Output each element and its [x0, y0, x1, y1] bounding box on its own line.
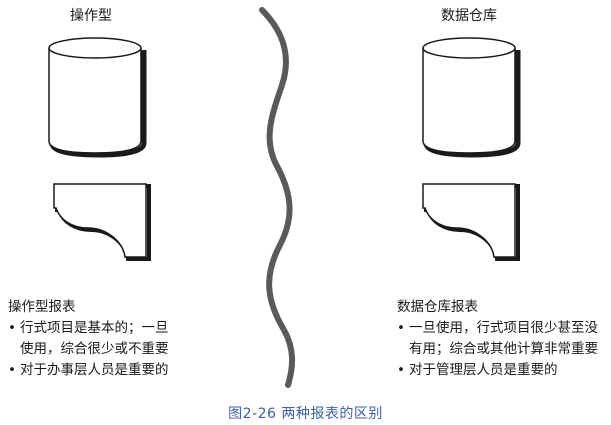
report-shape-right [422, 183, 520, 261]
wavy-divider [259, 7, 296, 388]
warehouse-title: 数据仓库 [441, 8, 497, 24]
warehouse-report-heading: 数据仓库报表 [397, 299, 478, 315]
database-cylinder-right [422, 37, 521, 158]
report-shape-left [53, 183, 151, 261]
warehouse-bullet-2-line-1: 对于管理层人员是重要的 [409, 362, 558, 378]
figure-caption: 图2-26 两种报表的区别 [228, 406, 383, 422]
warehouse-bullet-1-line-2: 有用；综合或其他计算非常重要 [409, 341, 598, 357]
bullet-icon: • [397, 320, 405, 336]
operational-report-heading: 操作型报表 [8, 299, 76, 315]
operational-bullet-2: •对于办事层人员是重要的 [8, 360, 169, 381]
operational-bullet-1-line-1: 行式项目是基本的；一旦 [20, 320, 169, 336]
warehouse-bullet-1: •一旦使用，行式项目很少甚至没 [397, 318, 598, 339]
operational-bullet-1-line-2: 使用，综合很少或不重要 [20, 341, 169, 357]
warehouse-bullet-1-line-1: 一旦使用，行式项目很少甚至没 [409, 320, 598, 336]
operational-bullet-2-line-1: 对于办事层人员是重要的 [20, 362, 169, 378]
operational-report-description: 操作型报表 •行式项目是基本的；一旦 使用，综合很少或不重要 •对于办事层人员是… [8, 297, 169, 381]
bullet-icon: • [8, 362, 16, 378]
warehouse-report-description: 数据仓库报表 •一旦使用，行式项目很少甚至没 有用；综合或其他计算非常重要 •对… [397, 297, 598, 381]
operational-title: 操作型 [70, 8, 112, 24]
bullet-icon: • [8, 320, 16, 336]
bullet-icon: • [397, 362, 405, 378]
database-cylinder-left [48, 37, 147, 158]
operational-bullet-1: •行式项目是基本的；一旦 [8, 318, 169, 339]
warehouse-bullet-2: •对于管理层人员是重要的 [397, 360, 598, 381]
